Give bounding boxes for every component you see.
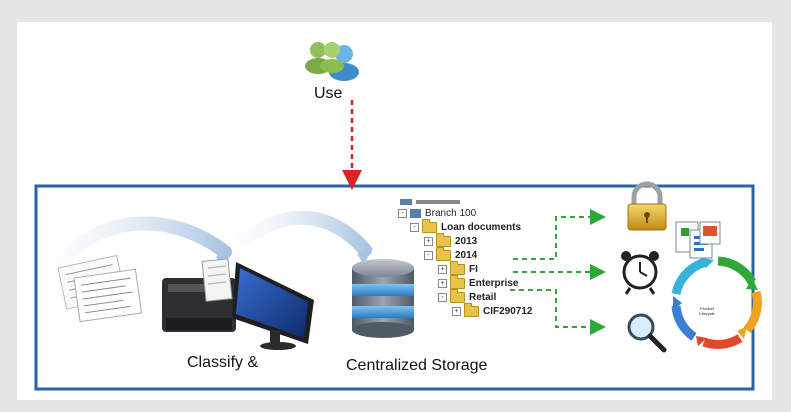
tree-item-retail[interactable]: -Retail bbox=[438, 289, 496, 303]
server-icon bbox=[410, 209, 421, 218]
folder-icon bbox=[464, 303, 479, 317]
tree-item-branch[interactable]: -Branch 100 bbox=[398, 208, 476, 219]
users-icon bbox=[305, 42, 359, 81]
tree-item-fi[interactable]: +FI bbox=[438, 261, 478, 275]
lifecycle-text: Product Lifecycle bbox=[699, 306, 715, 316]
alarm-clock-icon bbox=[621, 251, 659, 295]
folder-icon bbox=[450, 275, 465, 289]
swoosh-arrow-2 bbox=[238, 210, 372, 257]
storage-label: Centralized Storage bbox=[346, 357, 488, 374]
tree-item-cif[interactable]: +CIF290712 bbox=[452, 303, 532, 317]
lock-icon bbox=[627, 181, 667, 231]
folder-icon bbox=[436, 247, 451, 261]
scanner-icon bbox=[162, 258, 236, 332]
folder-icon bbox=[450, 261, 465, 275]
tree-item-2013[interactable]: +2013 bbox=[424, 233, 477, 247]
tree-cropped-root bbox=[400, 198, 470, 206]
use-label: Use bbox=[314, 85, 343, 102]
swoosh-arrow-1 bbox=[55, 216, 232, 269]
folder-icon bbox=[422, 219, 437, 233]
folder-icon bbox=[450, 289, 465, 303]
tree-item-enterprise[interactable]: +Enterprise bbox=[438, 275, 518, 289]
lifecycle-cycle-icon bbox=[671, 256, 762, 349]
classify-label: Classify & bbox=[187, 354, 259, 371]
monitor-icon bbox=[232, 262, 314, 350]
distribution-arrows bbox=[510, 209, 606, 335]
office-files-icon bbox=[675, 221, 721, 259]
folder-icon bbox=[436, 233, 451, 247]
database-icon bbox=[352, 259, 414, 338]
tree-item-2014[interactable]: -2014 bbox=[424, 247, 477, 261]
magnifier-icon bbox=[627, 313, 667, 353]
tree-item-loan-documents[interactable]: -Loan documents bbox=[410, 219, 521, 233]
documents-icon bbox=[57, 254, 143, 323]
